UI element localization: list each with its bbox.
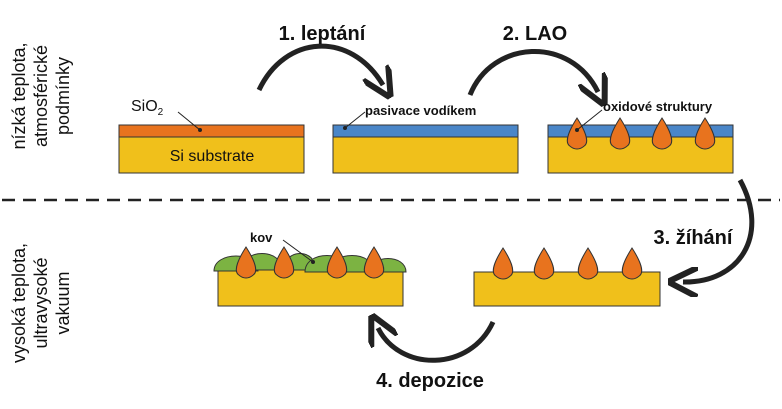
arrow-step2 (467, 48, 598, 95)
oxide-drop (235, 246, 257, 279)
sio2-pointer-dot (198, 128, 202, 132)
stage-initial: SiO2 Si substrate (118, 98, 305, 174)
hydrogen-layer-stage3 (547, 124, 734, 138)
oxide-drop (363, 246, 385, 279)
arrow-step4 (378, 322, 496, 363)
oxide-structures-stage5 (235, 246, 385, 279)
oxide-label: oxidové struktury (603, 99, 713, 114)
side-label-top: nízká teplota, atmosférické podmínky (9, 42, 73, 149)
sio2-label: SiO2 (131, 98, 164, 118)
step4-label: 4. depozice (376, 370, 484, 392)
metal-label: kov (250, 230, 273, 245)
stage-deposited: kov (213, 230, 407, 307)
oxide-drop (326, 246, 348, 279)
side-label-bottom: vysoká teplota, ultravysoké vakuum (9, 243, 73, 363)
oxide-drop (609, 117, 631, 150)
side-label-bottom-line3: vakuum (53, 271, 73, 334)
oxide-drop (273, 246, 295, 279)
arrow-step1 (256, 43, 383, 90)
side-label-top-line2: atmosférické (31, 45, 51, 147)
side-label-top-line1: nízká teplota, (9, 42, 29, 149)
side-label-bottom-line1: vysoká teplota, (9, 243, 29, 363)
oxide-drop (621, 247, 643, 280)
oxide-drop (566, 117, 588, 150)
stage-annealed (473, 247, 661, 307)
hydrogen-layer (332, 124, 519, 138)
step3-label: 3. žíhání (654, 227, 734, 249)
oxide-drop (492, 247, 514, 280)
passivation-pointer-dot (343, 126, 347, 130)
oxide-pointer-dot (575, 128, 579, 132)
oxide-drop (577, 247, 599, 280)
step1-label: 1. leptání (279, 23, 367, 45)
si-substrate-label: Si substrate (170, 148, 255, 165)
si-block-stage2 (332, 136, 519, 174)
metal-pointer-dot (311, 260, 315, 264)
arrow-step3 (683, 178, 755, 282)
metal-pointer (282, 239, 314, 263)
step2-label: 2. LAO (503, 23, 567, 45)
oxide-drop (694, 117, 716, 150)
stage-oxidized: oxidové struktury (547, 99, 734, 174)
oxide-drop (533, 247, 555, 280)
sio2-layer (118, 124, 305, 138)
passivation-label: pasivace vodíkem (365, 103, 476, 118)
side-label-bottom-line2: ultravysoké (31, 257, 51, 348)
oxide-structures-stage4 (492, 247, 643, 280)
side-label-top-line3: podmínky (53, 57, 73, 135)
oxide-structures-stage3 (566, 117, 716, 150)
passivation-pointer (344, 111, 366, 129)
sio2-pointer (177, 111, 201, 131)
stage-passivated: pasivace vodíkem (332, 103, 519, 174)
oxide-drop (651, 117, 673, 150)
oxide-pointer (576, 109, 603, 131)
